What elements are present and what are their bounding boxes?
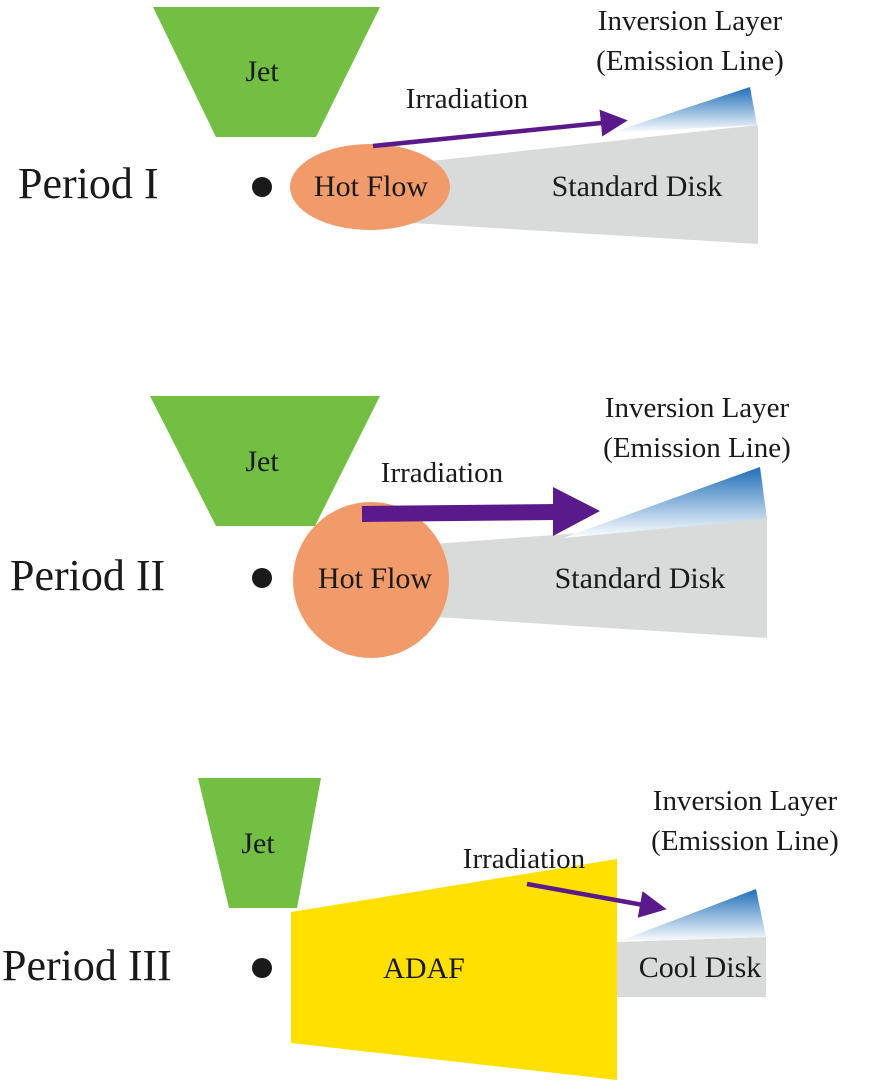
irradiation-arrow-shaft <box>361 504 559 522</box>
jet <box>150 396 380 526</box>
inversion-layer <box>610 87 757 133</box>
jet-label: Jet <box>241 827 275 860</box>
adaf <box>291 859 617 1080</box>
irradiation-arrow <box>372 109 628 149</box>
irradiation-label: Irradiation <box>406 83 529 115</box>
jet <box>153 7 380 137</box>
period-label: Period I <box>18 159 159 208</box>
panel-period-1: Period I Jet Hot Flow Standard Disk Irra… <box>18 5 784 244</box>
cool-disk-label: Cool Disk <box>639 951 762 984</box>
inversion-layer-label: Inversion Layer <box>605 392 790 424</box>
inversion-layer-label: Inversion Layer <box>653 785 838 817</box>
black-hole <box>252 958 272 978</box>
emission-line-label: (Emission Line) <box>603 432 791 464</box>
standard-disk-label: Standard Disk <box>555 562 726 595</box>
inversion-layer <box>617 889 766 942</box>
irradiation-arrow <box>526 881 667 918</box>
hot-flow <box>293 502 449 658</box>
emission-line-label: (Emission Line) <box>651 825 839 857</box>
black-hole <box>252 568 272 588</box>
irradiation-label: Irradiation <box>381 457 504 489</box>
panel-period-2: Period II Jet Hot Flow Standard Disk Irr… <box>10 392 791 658</box>
standard-disk <box>420 519 767 638</box>
jet <box>198 778 321 908</box>
inversion-layer <box>563 467 767 538</box>
standard-disk <box>395 125 758 244</box>
emission-line-label: (Emission Line) <box>596 45 784 77</box>
hot-flow <box>290 144 450 230</box>
hot-flow-label: Hot Flow <box>318 562 433 595</box>
adaf-label: ADAF <box>383 952 465 985</box>
irradiation-arrow-head <box>553 487 600 536</box>
period-label: Period III <box>2 941 172 990</box>
hot-flow-label: Hot Flow <box>314 170 429 203</box>
panel-period-3: Period III Jet ADAF Cool Disk Irradiatio… <box>2 778 839 1080</box>
jet-label: Jet <box>245 55 279 88</box>
jet-label: Jet <box>245 445 279 478</box>
black-hole <box>252 177 272 197</box>
inversion-layer-label: Inversion Layer <box>598 5 783 37</box>
irradiation-label: Irradiation <box>463 843 586 875</box>
period-label: Period II <box>10 551 165 600</box>
cool-disk <box>617 937 766 997</box>
standard-disk-label: Standard Disk <box>552 170 723 203</box>
